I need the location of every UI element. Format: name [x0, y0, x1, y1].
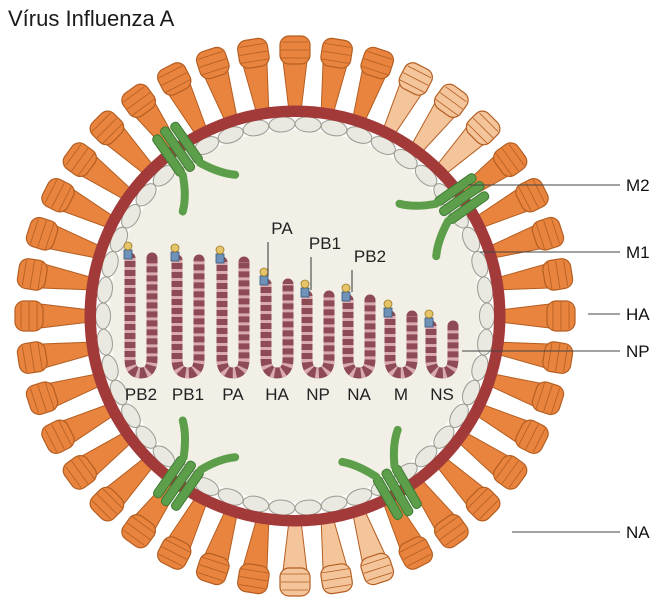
segment-label-np: NP	[306, 385, 330, 404]
segment-label-ha: HA	[265, 385, 289, 404]
ha-spike	[280, 36, 310, 111]
segment-label-pb1: PB1	[172, 385, 204, 404]
spike-stalk	[500, 304, 550, 328]
segment-label-na: NA	[347, 385, 371, 404]
diagram-title: Vírus Influenza A	[8, 6, 174, 32]
segment-label-pb2: PB2	[125, 385, 157, 404]
side-label-na: NA	[626, 523, 650, 542]
ha-spike	[500, 301, 575, 331]
na-spike	[312, 516, 353, 595]
polymerase-pb	[301, 288, 309, 297]
side-label-np: NP	[626, 342, 650, 361]
polymerase-pb	[260, 276, 268, 285]
polymerase-pa	[260, 268, 268, 276]
spike-stalk	[40, 304, 90, 328]
polymerase-pa	[216, 246, 224, 254]
polymerase-pb	[124, 250, 132, 259]
ha-spike	[16, 257, 95, 298]
spike-stalk	[283, 61, 307, 111]
na-spike	[280, 521, 310, 596]
polymerase-pb	[384, 308, 392, 317]
side-label-ha: HA	[626, 305, 650, 324]
segment-label-pa: PA	[222, 385, 244, 404]
side-label-m2: M2	[626, 176, 650, 195]
callout-label-pb2: PB2	[354, 247, 386, 266]
polymerase-pa	[171, 244, 179, 252]
side-label-m1: M1	[626, 243, 650, 262]
polymerase-pa	[342, 284, 350, 292]
m1-protein	[480, 303, 495, 329]
ha-spike	[16, 333, 95, 374]
ha-spike	[236, 516, 277, 595]
segment-label-ns: NS	[430, 385, 454, 404]
callout-label-pa: PA	[271, 219, 293, 238]
segment-label-m: M	[394, 385, 408, 404]
polymerase-pb	[216, 254, 224, 263]
polymerase-pb	[342, 292, 350, 301]
polymerase-pa	[384, 300, 392, 308]
ha-spike	[495, 333, 574, 374]
polymerase-pa	[425, 310, 433, 318]
ha-spike	[312, 37, 353, 116]
polymerase-pa	[124, 242, 132, 250]
polymerase-pa	[301, 280, 309, 288]
spike-stalk	[283, 521, 307, 571]
polymerase-pb	[425, 318, 433, 327]
callout-label-pb1: PB1	[309, 234, 341, 253]
ha-spike	[495, 257, 574, 298]
ha-spike	[236, 37, 277, 116]
ha-spike	[15, 301, 90, 331]
polymerase-pb	[171, 252, 179, 261]
m1-protein	[96, 303, 111, 329]
